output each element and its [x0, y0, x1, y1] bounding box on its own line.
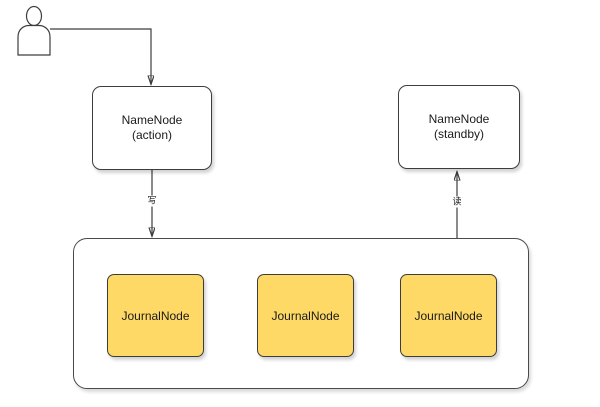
edge-label-read: 读 [451, 196, 463, 208]
user-actor [16, 4, 52, 56]
edge-user-to-active-namenode [50, 28, 151, 84]
namenode-active-title: NameNode [121, 113, 183, 127]
namenode-active-node: NameNode (action) [92, 86, 212, 170]
journalnode-3-label: JournalNode [414, 308, 483, 323]
journalnode-group: JournalNode JournalNode JournalNode [73, 238, 529, 389]
namenode-standby-title: NameNode [428, 112, 490, 126]
journalnode-2: JournalNode [257, 274, 354, 357]
person-icon [17, 5, 51, 56]
namenode-standby-subtitle: (standby) [433, 127, 485, 141]
journalnode-1: JournalNode [107, 274, 204, 357]
namenode-active-subtitle: (action) [131, 128, 172, 142]
journalnode-1-label: JournalNode [121, 308, 190, 323]
namenode-standby-node: NameNode (standby) [398, 85, 520, 169]
journalnode-3: JournalNode [400, 274, 497, 357]
edge-label-write: 写 [146, 195, 158, 207]
journalnode-2-label: JournalNode [271, 308, 340, 323]
